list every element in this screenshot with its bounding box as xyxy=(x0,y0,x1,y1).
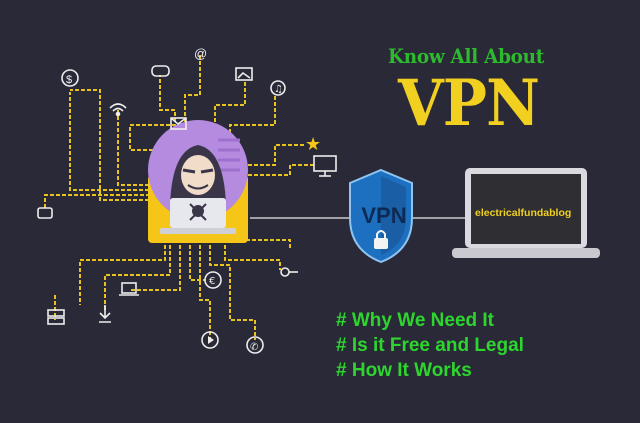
mail-icon xyxy=(170,117,187,130)
svg-text:✆: ✆ xyxy=(250,342,258,353)
topic-item: # Is it Free and Legal xyxy=(336,335,524,356)
phone-icon: ✆ xyxy=(246,336,264,354)
monitor-icon xyxy=(313,155,337,177)
topic-list: # Why We Need It # Is it Free and Legal … xyxy=(336,308,524,383)
server-icon xyxy=(47,309,65,325)
svg-text:@: @ xyxy=(194,46,207,61)
topic-item: # How It Works xyxy=(336,360,472,381)
svg-text:€: € xyxy=(209,276,215,287)
star-icon: ★ xyxy=(305,134,321,155)
play-icon xyxy=(201,331,219,349)
svg-text:★: ★ xyxy=(305,134,321,155)
hacker-icon xyxy=(148,120,248,243)
download-icon xyxy=(99,305,111,323)
headline-subtitle: Know All About xyxy=(388,44,544,68)
image-icon xyxy=(235,67,253,81)
laptop-screen-text: electricalfundablog xyxy=(475,207,572,219)
svg-text:♫: ♫ xyxy=(274,84,283,95)
dollar-icon: $ xyxy=(61,69,79,87)
key-icon xyxy=(280,267,298,277)
shield-icon xyxy=(349,168,413,264)
gamepad-icon xyxy=(151,65,170,77)
laptop-icon xyxy=(119,282,139,296)
shield-label: VPN xyxy=(361,203,407,228)
laptop-display-icon xyxy=(452,168,600,258)
headline-title: VPN xyxy=(398,66,540,141)
topic-item: # Why We Need It xyxy=(336,310,495,331)
svg-text:$: $ xyxy=(66,74,72,86)
at-icon: @ xyxy=(194,46,207,61)
chat-icon xyxy=(37,207,53,219)
euro-icon: € xyxy=(204,271,222,289)
wifi-icon xyxy=(109,103,127,117)
lock-icon xyxy=(374,230,388,249)
music-icon: ♫ xyxy=(270,80,286,96)
